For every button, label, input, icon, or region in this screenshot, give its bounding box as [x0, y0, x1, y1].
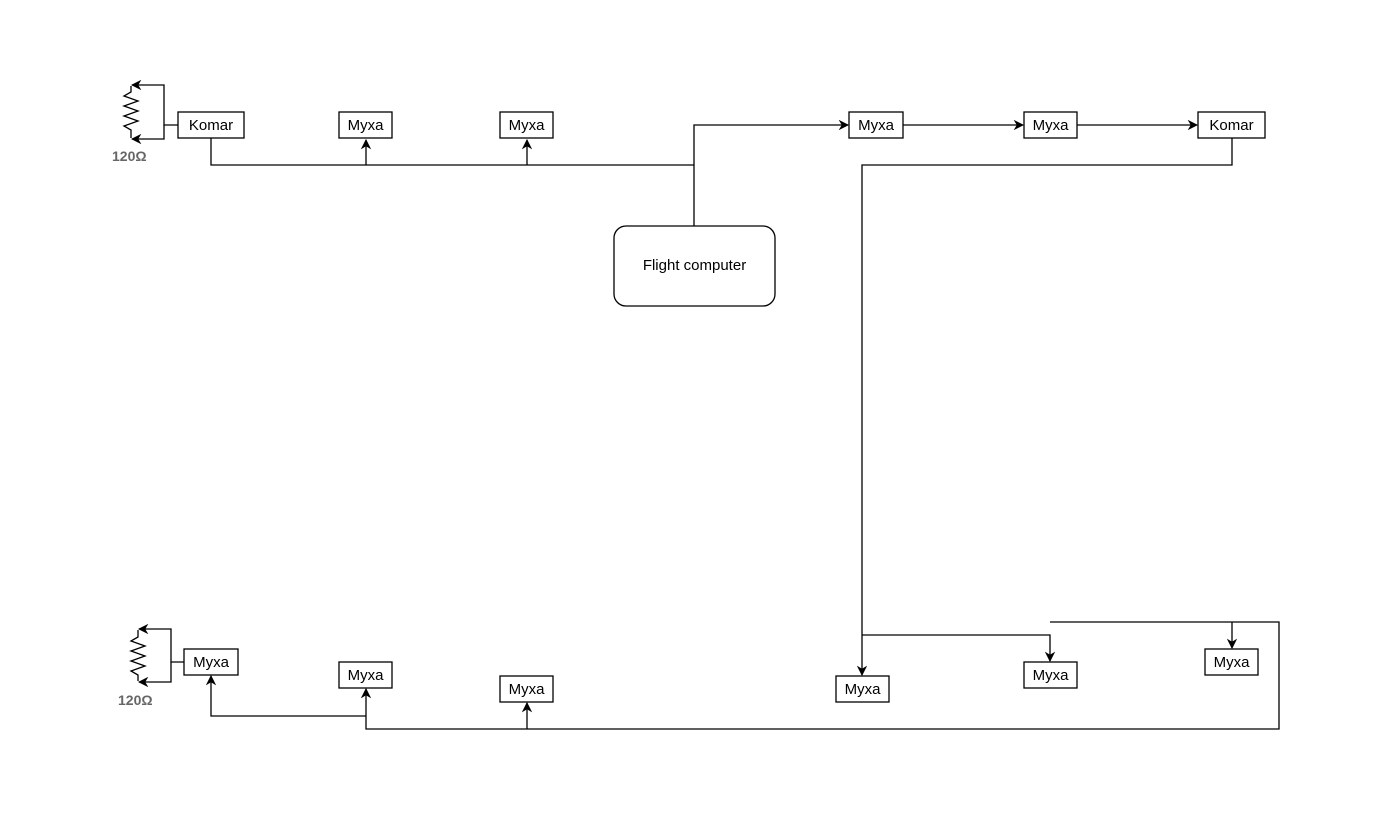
node-box: [1204, 648, 1259, 676]
node-box: [499, 111, 554, 139]
node-top-komar-right[interactable]: Komar: [1197, 111, 1266, 139]
node-label: Myxa: [1033, 117, 1069, 134]
node-label: Myxa: [845, 681, 881, 698]
node-bottom-myxa-right[interactable]: Myxa: [1204, 648, 1259, 676]
wire-branch-to-bottom-myxa-5: [862, 634, 1056, 663]
node-label: Myxa: [509, 681, 545, 698]
node-box: [499, 675, 554, 703]
node-box: [338, 111, 393, 139]
node-label: Myxa: [348, 667, 384, 684]
resistor-bottom-zigzag: [129, 630, 147, 681]
bottom-bus-wires: [205, 621, 1280, 730]
node-box: [848, 111, 904, 139]
node-bottom-myxa-3[interactable]: Myxa: [499, 675, 554, 703]
node-box: [183, 648, 239, 676]
node-label: Myxa: [1033, 667, 1069, 684]
resistor-top-lead-bottom: [130, 125, 165, 145]
flight-computer-box: [613, 225, 776, 307]
node-label: Myxa: [193, 654, 229, 671]
node-box: [338, 661, 393, 689]
bottom-termination-resistor: 120Ω: [118, 623, 184, 708]
resistor-top-zigzag: [122, 86, 140, 138]
node-label: Komar: [189, 117, 233, 134]
resistor-top-lead: [130, 79, 178, 126]
node-top-myxa-1[interactable]: Myxa: [338, 111, 393, 139]
top-bus-wires: [210, 119, 1233, 677]
node-box: [1197, 111, 1266, 139]
top-termination-resistor: 120Ω: [112, 79, 178, 164]
node-box: [1023, 661, 1078, 689]
resistor-bottom-lead-bottom: [137, 662, 172, 688]
node-top-komar-left[interactable]: Komar: [177, 111, 245, 139]
flight-computer-label: Flight computer: [643, 257, 746, 274]
node-label: Myxa: [1214, 654, 1250, 671]
wire-komar-right-down: [856, 138, 1233, 677]
node-top-myxa-3[interactable]: Myxa: [848, 111, 904, 139]
node-label: Myxa: [858, 117, 894, 134]
node-box: [835, 675, 890, 703]
node-top-myxa-2[interactable]: Myxa: [499, 111, 554, 139]
node-box: [1023, 111, 1078, 139]
node-bottom-myxa-4[interactable]: Myxa: [835, 675, 890, 703]
node-label: Myxa: [348, 117, 384, 134]
wire-to-bottom-myxa-left: [205, 674, 366, 717]
resistor-top-label: 120Ω: [112, 148, 147, 164]
wire-top-bus-main: [210, 138, 694, 166]
flight-computer[interactable]: Flight computer: [613, 225, 776, 307]
resistor-bottom-label: 120Ω: [118, 692, 153, 708]
node-bottom-myxa-left[interactable]: Myxa: [183, 648, 239, 676]
node-top-myxa-4[interactable]: Myxa: [1023, 111, 1078, 139]
node-label: Komar: [1209, 117, 1253, 134]
wire-fc-to-top-myxa-3: [693, 119, 850, 165]
node-bottom-myxa-5[interactable]: Myxa: [1023, 661, 1078, 689]
resistor-bottom-lead: [137, 623, 184, 663]
node-box: [177, 111, 245, 139]
node-label: Myxa: [509, 117, 545, 134]
node-bottom-myxa-2[interactable]: Myxa: [338, 661, 393, 689]
